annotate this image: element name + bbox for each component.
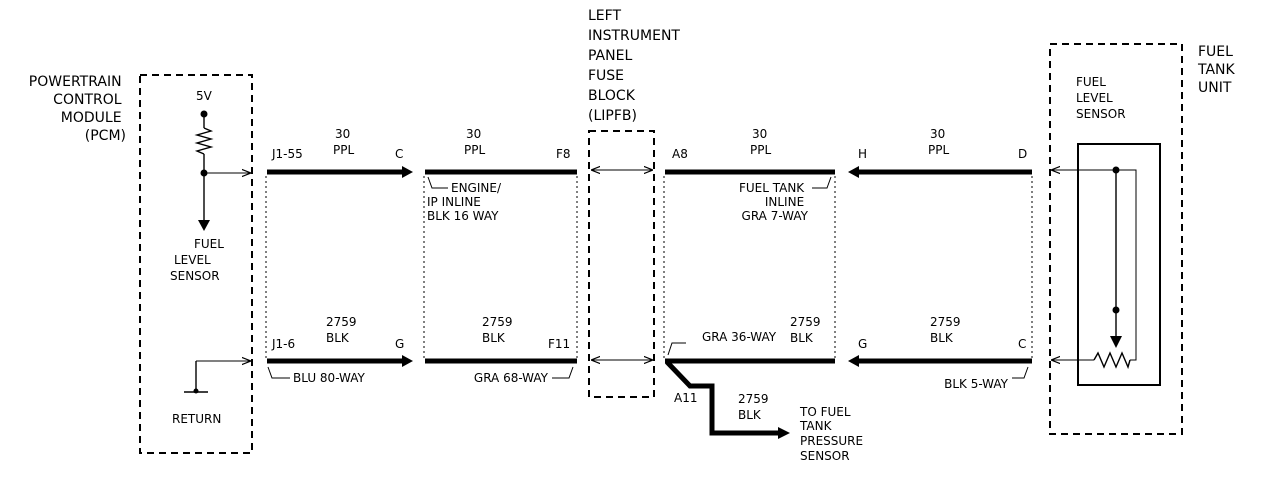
pcm-pullup-resistor <box>194 127 214 155</box>
connector-blu-80: BLU 80-WAY <box>293 371 366 385</box>
pin-g-bot2: G <box>858 337 867 351</box>
pin-c-top: C <box>395 147 403 161</box>
pcm-sensor-label: FUEL LEVEL SENSOR <box>170 237 228 283</box>
pin-c-bot: C <box>1018 337 1026 351</box>
pcm-title: POWERTRAIN CONTROL MODULE (PCM) <box>29 74 126 144</box>
pcm-voltage: 5V <box>196 89 213 103</box>
fuse-block-title: LEFT INSTRUMENT PANEL FUSE BLOCK (LIPFB) <box>588 8 684 124</box>
pin-f11: F11 <box>548 337 570 351</box>
wire-top-seg1-arrow <box>402 166 413 178</box>
wire-branch <box>665 360 778 436</box>
wire-top-label-2: 30 PPL <box>464 127 485 157</box>
branch-destination-label: TO FUEL TANK PRESSURE SENSOR <box>799 405 867 463</box>
pcm-sensor-arrow <box>198 220 210 231</box>
wire-top-label-4: 30 PPL <box>928 127 949 157</box>
wire-top-label-3: 30 PPL <box>750 127 771 157</box>
connector-engine-ip: ENGINE/ IP INLINE BLK 16 WAY <box>427 181 505 223</box>
wire-top-label-1: 30 PPL <box>333 127 354 157</box>
branch-circuit-label: 2759 BLK <box>738 392 772 422</box>
fuel-level-rheostat <box>1093 351 1131 370</box>
pcm-box <box>139 74 253 454</box>
tank-sensor-label: FUEL LEVEL SENSOR <box>1076 75 1126 121</box>
tank-unit-title: FUEL TANK UNIT <box>1197 44 1239 96</box>
connector-gra-68: GRA 68-WAY <box>474 371 549 385</box>
pin-h-top: H <box>858 147 867 161</box>
wire-bottom-label-1: 2759 BLK <box>326 315 360 345</box>
pin-f8: F8 <box>556 147 571 161</box>
wire-bottom-label-3: 2759 BLK <box>790 315 824 345</box>
fuel-level-sensor-box <box>1077 143 1161 386</box>
pin-a8: A8 <box>672 147 688 161</box>
pin-a11: A11 <box>674 391 697 405</box>
pin-j1-6: J1-6 <box>271 337 295 351</box>
wire-bottom-seg1-arrow <box>402 355 413 367</box>
connector-gra-36: GRA 36-WAY <box>702 330 777 344</box>
connector-blk-5: BLK 5-WAY <box>944 377 1009 391</box>
wire-bottom-label-4: 2759 BLK <box>930 315 964 345</box>
pin-d-top: D <box>1018 147 1027 161</box>
connector-fuel-tank-inline: FUEL TANK INLINE GRA 7-WAY <box>739 181 809 223</box>
wire-top-seg4-arrow <box>848 166 859 178</box>
pcm-return-label: RETURN <box>172 412 221 426</box>
wire-bottom-seg4-arrow <box>848 355 859 367</box>
fuse-block-box <box>588 130 655 398</box>
wire-bottom-label-2: 2759 BLK <box>482 315 516 345</box>
tank-unit-box <box>1049 43 1183 435</box>
wire-branch-arrow <box>778 427 790 439</box>
sensor-wiper-arrow <box>1110 336 1122 348</box>
pin-j1-55: J1-55 <box>271 147 303 161</box>
pin-g-bot: G <box>395 337 404 351</box>
